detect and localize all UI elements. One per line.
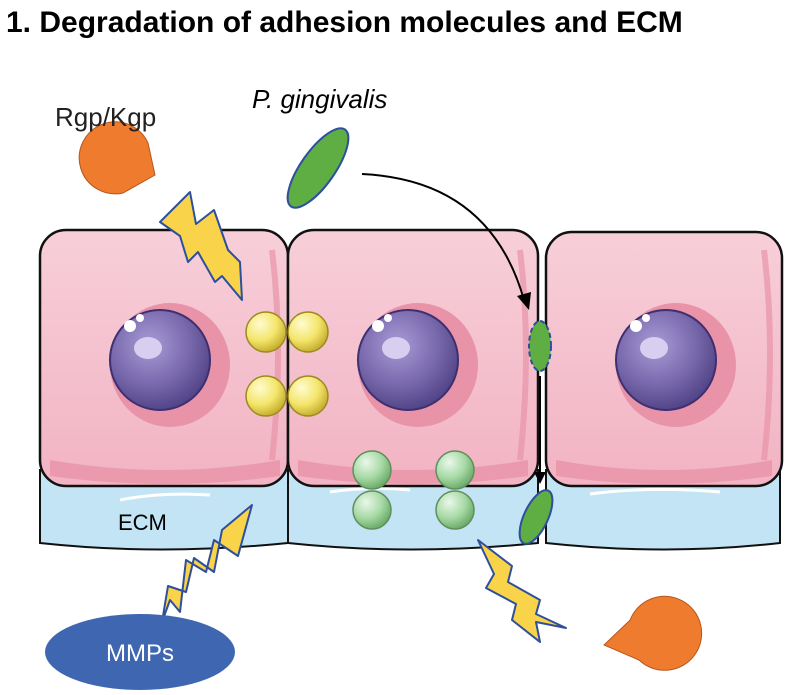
bacterium-label: P. gingivalis [252, 84, 387, 114]
epithelial-cell-1 [38, 228, 290, 488]
adhesion-molecule-icon [435, 490, 475, 530]
nucleus [357, 303, 478, 427]
adhesion-molecule-icon [435, 450, 475, 490]
arrowhead-icon [534, 472, 546, 484]
pacman-protease-icon [603, 595, 703, 671]
epithelial-cell-3 [544, 230, 784, 488]
adhesion-molecule-icon [287, 375, 329, 417]
ecm-label: ECM [118, 510, 167, 535]
lightning-bolt-icon [159, 191, 243, 301]
mmps-enzyme [45, 614, 235, 690]
lightning-bolt-icon [477, 539, 567, 643]
bacterium-icon [518, 489, 554, 545]
adhesion-molecule-icon [287, 311, 329, 353]
adhesion-molecules-yellow [245, 311, 329, 417]
protease-label: Rgp/Kgp [55, 102, 156, 132]
lightning-bolt-icon [161, 504, 253, 623]
adhesion-molecule-icon [352, 490, 392, 530]
pacman-protease-icon [78, 121, 156, 195]
arrowhead-icon [517, 292, 531, 310]
figure-title: 1. Degradation of adhesion molecules and… [6, 6, 683, 39]
bacterium-icon [286, 127, 350, 209]
epithelial-cell-2 [286, 228, 540, 488]
nucleus [615, 303, 736, 427]
adhesion-molecule-icon [245, 375, 287, 417]
adhesion-molecule-icon [352, 450, 392, 490]
mmps-label: MMPs [106, 640, 174, 667]
invasion-arrow [361, 173, 525, 301]
nucleus [109, 303, 230, 427]
adhesion-molecule-icon [245, 311, 287, 353]
bacterium-icon [528, 320, 552, 372]
adhesion-molecules-green [352, 450, 475, 530]
